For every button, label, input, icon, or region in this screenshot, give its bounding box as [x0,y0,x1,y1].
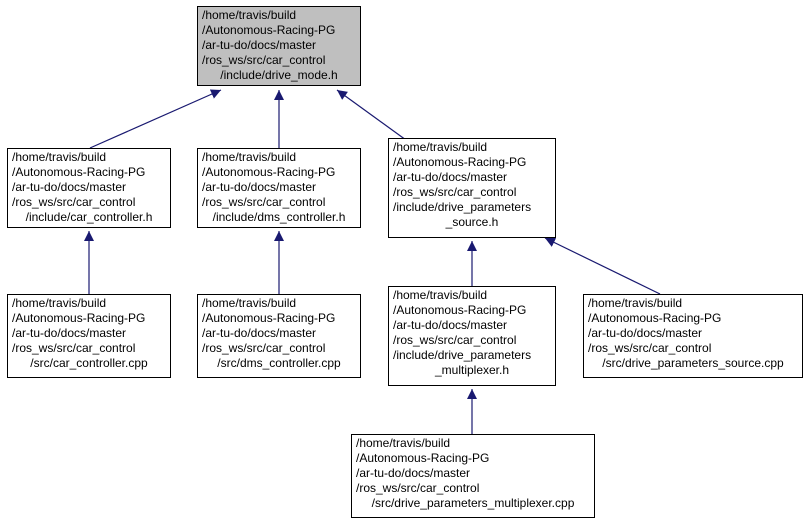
node-path-line: /ros_ws/src/car_control [202,53,326,67]
node-path-line: /home/travis/build [588,296,683,310]
node-path-line: /include/drive_parameters [393,200,532,214]
node-path-line: /home/travis/build [12,150,107,164]
node-path-line: /include/drive_mode.h [220,68,338,82]
node-path-line: /home/travis/build [202,8,297,22]
node-car-controller-cpp[interactable]: /home/travis/build/Autonomous-Racing-PG/… [7,294,171,378]
node-path-line: /ros_ws/src/car_control [12,341,136,355]
node-dms-controller-cpp[interactable]: /home/travis/build/Autonomous-Racing-PG/… [197,294,361,378]
node-path-line: /include/car_controller.h [25,210,153,224]
node-path-line: /Autonomous-Racing-PG [356,451,490,465]
node-path-line: _multiplexer.h [434,363,510,377]
node-path-line: /src/drive_parameters_source.cpp [602,356,784,370]
node-path-line: /include/drive_parameters [393,348,532,362]
node-path-line: /home/travis/build [12,296,107,310]
node-path-line: /Autonomous-Racing-PG [588,311,722,325]
node-path-line: /ar-tu-do/docs/master [202,38,317,52]
node-path-line: /ros_ws/src/car_control [356,481,480,495]
node-path-line: /src/dms_controller.cpp [217,356,341,370]
node-path-line: _source.h [445,215,499,229]
node-path-line: /home/travis/build [202,150,297,164]
edge-drive_parameters_source_h-to-drive_mode_h [336,89,407,141]
node-path-line: /ros_ws/src/car_control [588,341,712,355]
node-path-line: /ar-tu-do/docs/master [588,326,703,340]
node-path-line: /Autonomous-Racing-PG [12,165,146,179]
node-path-line: /src/drive_parameters_multiplexer.cpp [371,496,575,510]
node-path-line: /ros_ws/src/car_control [393,333,517,347]
node-path-line: /ar-tu-do/docs/master [393,170,508,184]
node-path-line: /include/dms_controller.h [212,210,346,224]
node-path-line: /Autonomous-Racing-PG [202,165,336,179]
node-path-line: /Autonomous-Racing-PG [202,23,336,37]
node-path-line: /ar-tu-do/docs/master [202,180,317,194]
node-path-line: /home/travis/build [393,288,488,302]
edge-drive_parameters_source_cpp-to-drive_parameters_source_h [544,237,661,295]
node-path-line: /src/car_controller.cpp [30,356,148,370]
node-path-line: /ros_ws/src/car_control [393,185,517,199]
node-path-line: /ros_ws/src/car_control [202,341,326,355]
node-drive-parameters-source-h[interactable]: /home/travis/build/Autonomous-Racing-PG/… [388,138,556,238]
node-path-line: /ar-tu-do/docs/master [12,326,127,340]
node-path-line: /home/travis/build [356,436,451,450]
node-path-line: /Autonomous-Racing-PG [12,311,146,325]
node-path-line: /Autonomous-Racing-PG [393,303,527,317]
node-path-line: /Autonomous-Racing-PG [202,311,336,325]
node-path-line: /ar-tu-do/docs/master [393,318,508,332]
node-path-line: /home/travis/build [202,296,297,310]
edge-car_controller_h-to-drive_mode_h [89,89,222,149]
node-path-line: /ar-tu-do/docs/master [356,466,471,480]
node-drive-mode-h[interactable]: /home/travis/build/Autonomous-Racing-PG/… [197,6,361,86]
node-car-controller-h[interactable]: /home/travis/build/Autonomous-Racing-PG/… [7,148,171,228]
node-drive-parameters-multiplexer-h[interactable]: /home/travis/build/Autonomous-Racing-PG/… [388,286,556,386]
node-drive-parameters-multiplexer-cpp[interactable]: /home/travis/build/Autonomous-Racing-PG/… [351,434,595,518]
node-path-line: /ar-tu-do/docs/master [202,326,317,340]
node-dms-controller-h[interactable]: /home/travis/build/Autonomous-Racing-PG/… [197,148,361,228]
node-path-line: /ros_ws/src/car_control [202,195,326,209]
node-path-line: /ros_ws/src/car_control [12,195,136,209]
node-path-line: /ar-tu-do/docs/master [12,180,127,194]
node-path-line: /Autonomous-Racing-PG [393,155,527,169]
node-drive-parameters-source-cpp[interactable]: /home/travis/build/Autonomous-Racing-PG/… [583,294,803,378]
node-path-line: /home/travis/build [393,140,488,154]
